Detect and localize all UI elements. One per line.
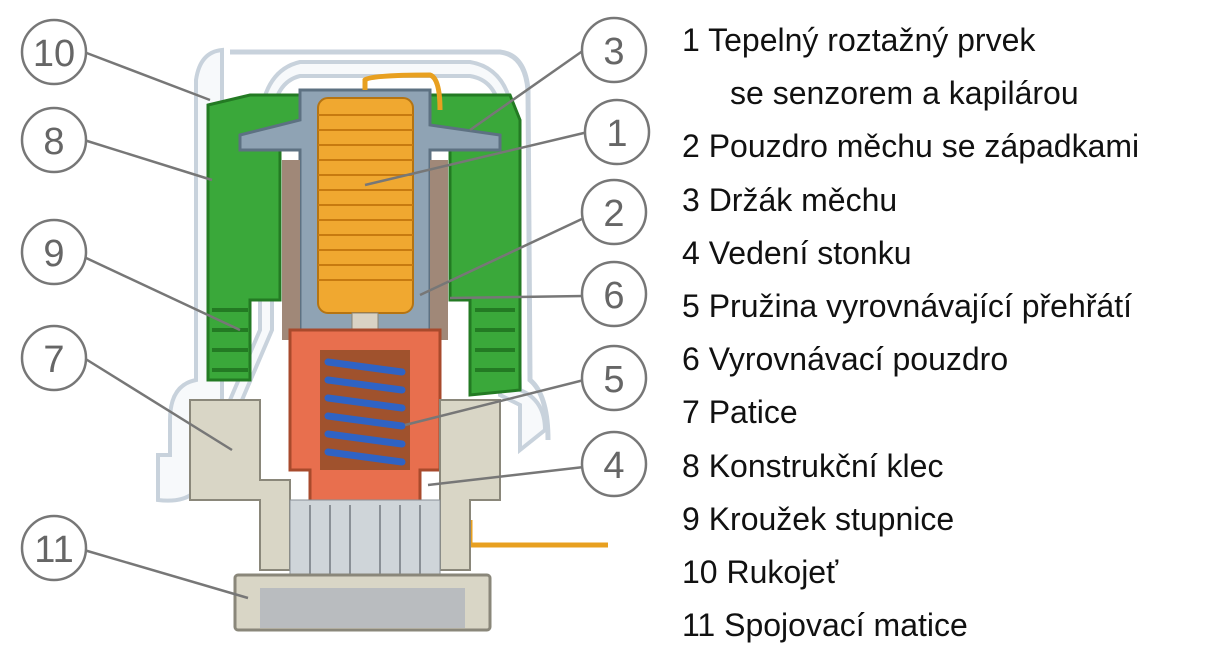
- callout-8-label: 8: [43, 121, 64, 163]
- legend-item: 3 Držák měchu: [682, 181, 898, 218]
- callout-9: 9: [20, 218, 88, 286]
- callout-7-label: 7: [43, 339, 64, 381]
- legend-item: 10 Rukojeť: [682, 553, 839, 590]
- overheat-spring: [324, 358, 406, 466]
- callout-2: 2: [580, 178, 648, 246]
- callout-11: 11: [20, 514, 88, 582]
- legend-item: 7 Patice: [682, 394, 798, 431]
- legend-item: 1 Tepelný roztažný prvek: [682, 22, 1036, 58]
- callout-5-label: 5: [603, 359, 624, 401]
- callout-1: 1: [583, 98, 651, 166]
- callout-2-label: 2: [603, 193, 624, 235]
- cage-thread-left: [212, 308, 248, 372]
- callout-3-label: 3: [603, 31, 624, 73]
- callout-4: 4: [580, 430, 648, 498]
- legend-item: 5 Pružina vyrovnávající přehřátí: [682, 287, 1132, 324]
- legend-item: 9 Kroužek stupnice: [682, 500, 955, 537]
- handle-outline: [230, 49, 551, 441]
- callout-8: 8: [20, 106, 88, 174]
- compensation-sleeve: [282, 160, 300, 340]
- base-slits: [309, 505, 421, 578]
- legend-item: 4 Vedení stonku: [682, 234, 912, 271]
- thermal-element-ribs: [318, 114, 413, 281]
- legend-item-continuation: se senzorem a kapilárou: [730, 75, 1079, 112]
- callout-10-label: 10: [33, 33, 75, 75]
- legend-item: 11 Spojovací matice: [682, 607, 968, 644]
- compensation-sleeve-right: [430, 160, 448, 340]
- callout-5: 5: [580, 344, 648, 412]
- callout-leaders: [83, 48, 589, 600]
- legend-item: 8 Konstrukční klec: [682, 447, 944, 484]
- legend-item: 6 Vyrovnávací pouzdro: [682, 341, 1009, 378]
- callout-6-label: 6: [603, 275, 624, 317]
- capillary-exit: [467, 520, 608, 548]
- callout-1-label: 1: [606, 113, 627, 155]
- construction-cage: [206, 93, 522, 397]
- callout-10: 10: [20, 18, 88, 86]
- union-nut-inner: [260, 588, 465, 628]
- cage-thread-right: [475, 308, 515, 372]
- capillary-tube: [362, 72, 443, 111]
- callout-9-label: 9: [43, 233, 64, 275]
- callout-11-label: 11: [34, 529, 73, 571]
- base-insert: [289, 499, 441, 581]
- callout-7: 7: [20, 324, 88, 392]
- cross-section-diagram: 10 8 9 7 11 3 1 2 6 5 4: [20, 16, 651, 632]
- callout-3: 3: [580, 16, 648, 84]
- callout-6: 6: [580, 260, 648, 328]
- legend-item: 2 Pouzdro měchu se západkami: [682, 128, 1140, 165]
- parts-legend: 1 Tepelný roztažný prvek se senzorem a k…: [682, 14, 1227, 652]
- base: [189, 399, 291, 571]
- callout-4-label: 4: [603, 445, 624, 487]
